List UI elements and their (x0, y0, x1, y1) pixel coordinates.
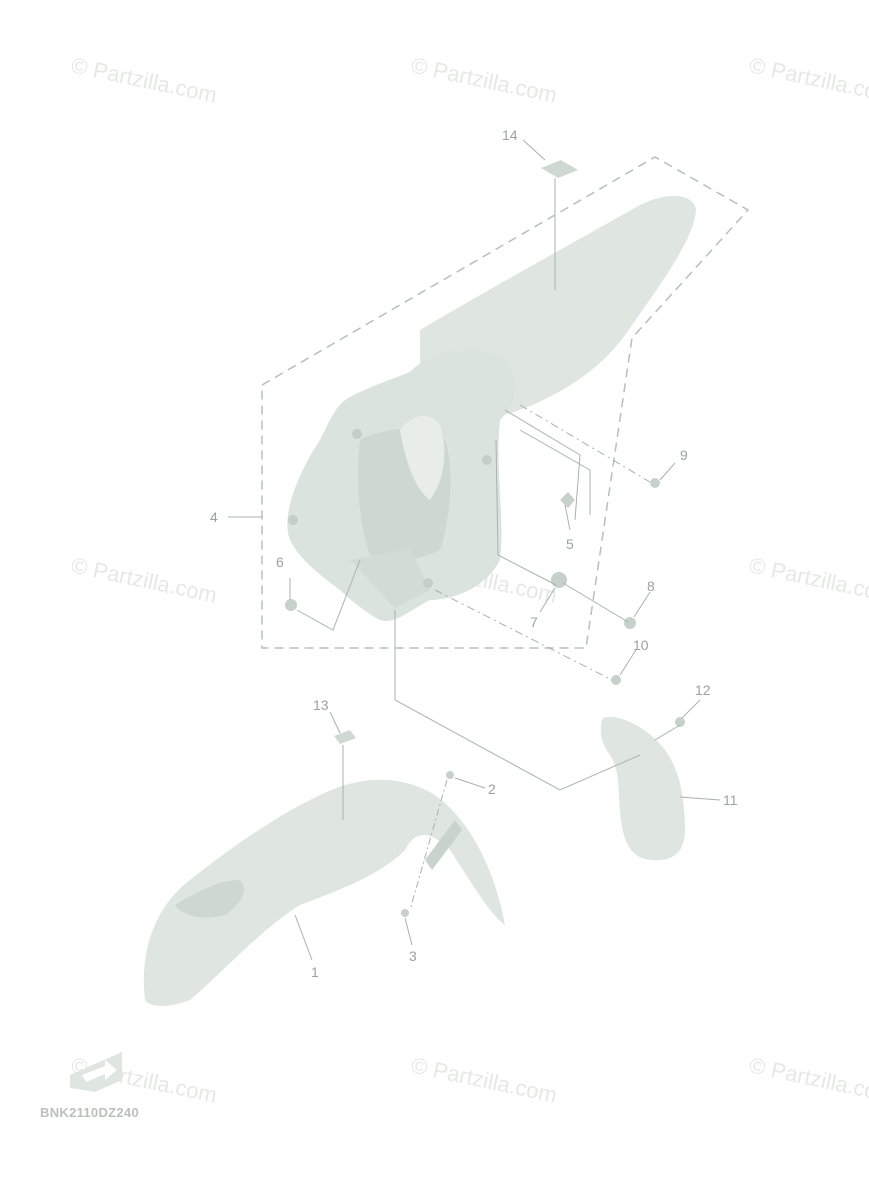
callouts: 1 2 3 4 5 6 7 8 9 10 11 12 13 14 (210, 127, 738, 980)
mud-flap (600, 716, 685, 861)
callout-13: 13 (313, 697, 329, 713)
nut-5 (560, 492, 575, 508)
callout-6: 6 (276, 554, 284, 570)
callout-10: 10 (633, 637, 649, 653)
watermark: © Partzilla.com (747, 52, 869, 107)
callout-3: 3 (409, 948, 417, 964)
grommet-6 (285, 599, 297, 611)
bolt-8 (624, 617, 636, 629)
callout-9: 9 (680, 447, 688, 463)
callout-4: 4 (210, 509, 218, 525)
label-decal-13 (334, 730, 356, 744)
watermark: © Partzilla.com (409, 1052, 559, 1107)
leader-lines (228, 139, 721, 961)
label-decal-14 (541, 160, 578, 178)
screw-10 (611, 675, 621, 685)
rear-fender (287, 195, 696, 621)
bolt-3 (401, 909, 409, 917)
front-fender (143, 779, 505, 1006)
callout-12: 12 (695, 682, 711, 698)
callout-5: 5 (566, 536, 574, 552)
watermark: © Partzilla.com (747, 1052, 869, 1107)
watermark: © Partzilla.com (409, 52, 559, 107)
screw-9 (650, 478, 660, 488)
collar-7 (551, 572, 567, 588)
hardware-parts (285, 160, 685, 917)
callout-2: 2 (488, 781, 496, 797)
callout-8: 8 (647, 578, 655, 594)
orientation-arrow-icon (70, 1052, 122, 1092)
callout-7: 7 (530, 614, 538, 630)
diagram-code: BNK2110DZ240 (40, 1105, 139, 1120)
callout-11: 11 (723, 792, 738, 808)
callout-1: 1 (311, 964, 319, 980)
screw-12 (675, 717, 685, 727)
screw-2 (446, 771, 454, 779)
watermark: © Partzilla.com (69, 552, 219, 607)
watermark: © Partzilla.com (747, 552, 869, 607)
watermark: © Partzilla.com (69, 52, 219, 107)
assembly-boundary-dashed (261, 156, 750, 649)
callout-14: 14 (502, 127, 518, 143)
